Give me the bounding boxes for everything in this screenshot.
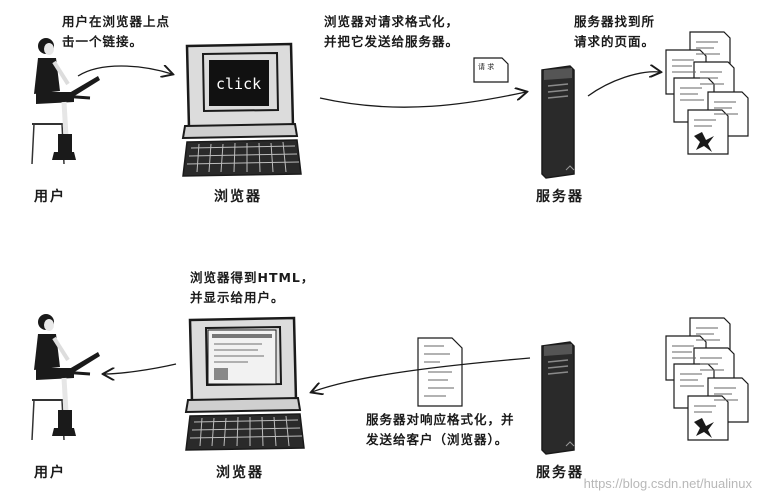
browser-screen <box>209 60 269 106</box>
label-browser-top: 浏览器 <box>214 189 262 205</box>
label-user-bottom: 用户 <box>34 465 66 481</box>
label-server-bottom: 服务器 <box>536 465 584 481</box>
server-tower <box>541 65 575 179</box>
browser-screen-page <box>207 329 277 385</box>
user-figure-2 <box>32 314 100 440</box>
screen-click-text: click <box>216 75 262 93</box>
label-server-top: 服务器 <box>536 189 584 205</box>
label-browser-bottom: 浏览器 <box>216 465 264 481</box>
arrow-browser-to-server <box>319 92 526 108</box>
browser-request-caption: 浏览器对请求格式化， 并把它发送给服务器。 <box>324 14 460 49</box>
response-document <box>417 337 463 407</box>
user-click-caption: 用户在浏览器上点 击一个链接。 <box>62 14 171 49</box>
arrow-server-to-browser <box>312 357 531 392</box>
request-doc-text: 请 求 <box>478 63 495 71</box>
arrow-browser-to-user <box>104 363 177 374</box>
arrow-user-to-browser <box>77 66 172 76</box>
label-user-top: 用户 <box>34 189 66 205</box>
server-response-caption: 服务器对响应格式化，并 发送给客户（浏览器）。 <box>366 412 515 447</box>
server-find-caption: 服务器找到所 请求的页面。 <box>574 14 656 49</box>
watermark: https://blog.csdn.net/hualinux <box>583 476 752 491</box>
server-tower-2 <box>541 341 575 455</box>
webpage-stack-2 <box>665 317 749 441</box>
browser-display-caption: 浏览器得到HTML， 并显示给用户。 <box>190 270 315 305</box>
arrow-server-to-pages <box>587 72 660 97</box>
request-document <box>473 57 509 83</box>
user-figure <box>32 38 100 164</box>
webpage-stack <box>665 31 749 155</box>
